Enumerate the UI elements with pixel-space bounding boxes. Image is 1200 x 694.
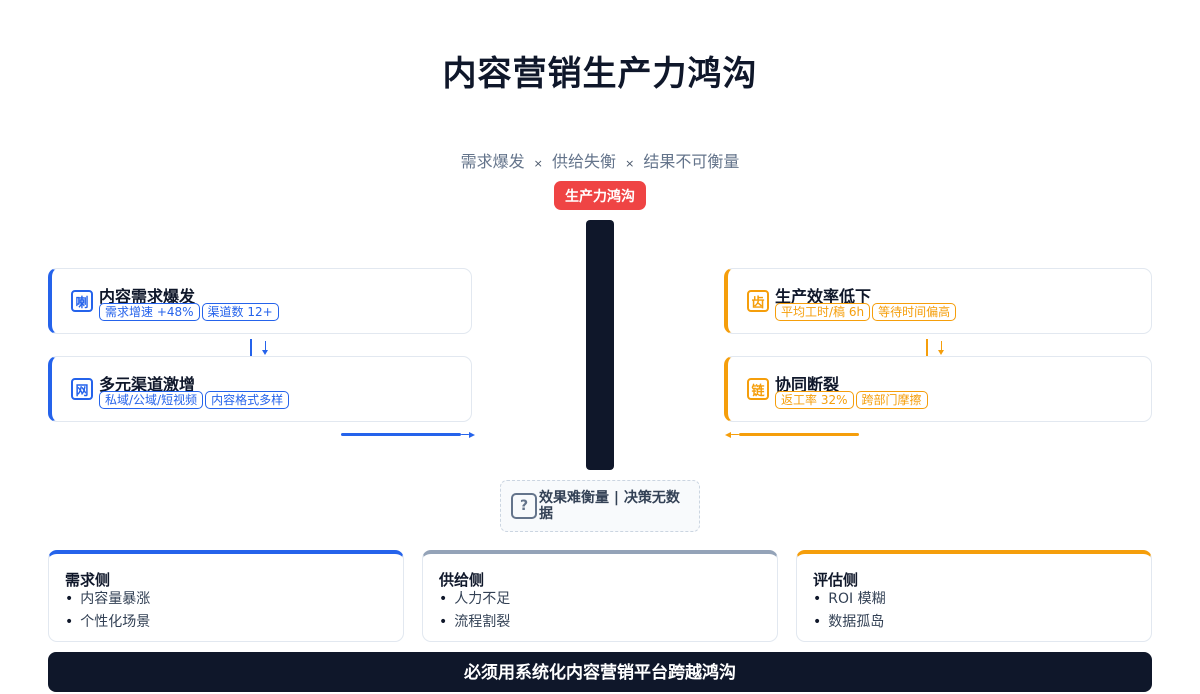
gear-icon: 齿 <box>747 290 769 312</box>
panel-demand-side: 需求侧 内容量暴涨 个性化场景 <box>48 550 404 642</box>
tag: 平均工时/稿 6h <box>775 303 871 321</box>
subtitle-supply: 供给失衡 <box>551 152 616 171</box>
connector-line <box>250 339 252 357</box>
card-title: 协同断裂 <box>775 375 840 394</box>
connector-line <box>926 339 928 357</box>
subtitle-demand: 需求爆发 <box>460 152 525 171</box>
card-tags: 平均工时/稿 6h 等待时间偏高 <box>775 303 957 321</box>
panel-list: 内容量暴涨 个性化场景 <box>65 588 150 634</box>
tag: 需求增速 +48% <box>99 303 200 321</box>
gap-divider-bar <box>586 220 614 470</box>
flow-arrow-line <box>739 433 859 436</box>
panel-supply-side: 供给侧 人力不足 流程割裂 <box>422 550 778 642</box>
connector-line <box>941 341 942 351</box>
times-separator: × <box>533 157 543 170</box>
card-collaboration-break: 链 协同断裂 返工率 32% 跨部门摩擦 <box>724 356 1152 422</box>
subtitle-outcome: 结果不可衡量 <box>643 152 740 171</box>
card-title: 多元渠道激增 <box>99 375 196 394</box>
times-separator: × <box>625 157 635 170</box>
arrow-down-icon <box>938 350 944 355</box>
outcome-text: 效果难衡量 | 决策无数据 <box>539 490 680 522</box>
megaphone-icon: 喇 <box>71 290 93 312</box>
panel-title: 供给侧 <box>439 571 485 589</box>
card-tags: 私域/公域/短视频 内容格式多样 <box>99 391 290 409</box>
card-channel-growth: 网 多元渠道激增 私域/公域/短视频 内容格式多样 <box>48 356 472 422</box>
card-tags: 返工率 32% 跨部门摩擦 <box>775 391 928 409</box>
tag: 返工率 32% <box>775 391 854 409</box>
subtitle: 需求爆发 × 供给失衡 × 结果不可衡量 <box>0 148 1200 172</box>
network-icon: 网 <box>71 378 93 400</box>
question-icon: ? <box>511 493 537 519</box>
arrow-down-icon <box>262 350 268 355</box>
panel-title: 需求侧 <box>65 571 111 589</box>
arrow-right-icon <box>469 432 475 438</box>
broken-link-icon: 链 <box>747 378 769 400</box>
tag: 等待时间偏高 <box>872 303 957 321</box>
list-item: 内容量暴涨 <box>65 588 150 611</box>
page-title: 内容营销生产力鸿沟 <box>442 54 758 94</box>
panel-list: ROI 模糊 数据孤岛 <box>813 588 886 634</box>
card-demand-surge: 喇 内容需求爆发 需求增速 +48% 渠道数 12+ <box>48 268 472 334</box>
tag: 渠道数 12+ <box>201 303 279 321</box>
card-title: 生产效率低下 <box>775 287 872 306</box>
card-title: 内容需求爆发 <box>99 287 196 306</box>
panel-title: 评估侧 <box>813 571 859 589</box>
outcome-box: ? 效果难衡量 | 决策无数据 <box>500 480 700 532</box>
flow-arrow-line <box>461 434 469 435</box>
arrow-left-icon <box>725 432 731 438</box>
connector-line <box>265 341 266 351</box>
card-tags: 需求增速 +48% 渠道数 12+ <box>99 303 279 321</box>
panel-list: 人力不足 流程割裂 <box>439 588 510 634</box>
list-item: ROI 模糊 <box>813 588 885 611</box>
tag: 私域/公域/短视频 <box>99 391 204 409</box>
flow-arrow-line <box>341 433 461 436</box>
gap-badge: 生产力鸿沟 <box>554 181 646 210</box>
list-item: 个性化场景 <box>65 611 150 634</box>
tag: 跨部门摩擦 <box>855 391 928 409</box>
tag: 内容格式多样 <box>205 391 290 409</box>
list-item: 数据孤岛 <box>813 611 886 634</box>
list-item: 流程割裂 <box>439 611 510 634</box>
conclusion-banner: 必须用系统化内容营销平台跨越鸿沟 <box>48 652 1152 692</box>
panel-evaluation-side: 评估侧 ROI 模糊 数据孤岛 <box>796 550 1152 642</box>
flow-arrow-line <box>731 434 739 435</box>
card-low-efficiency: 齿 生产效率低下 平均工时/稿 6h 等待时间偏高 <box>724 268 1152 334</box>
list-item: 人力不足 <box>439 588 510 611</box>
